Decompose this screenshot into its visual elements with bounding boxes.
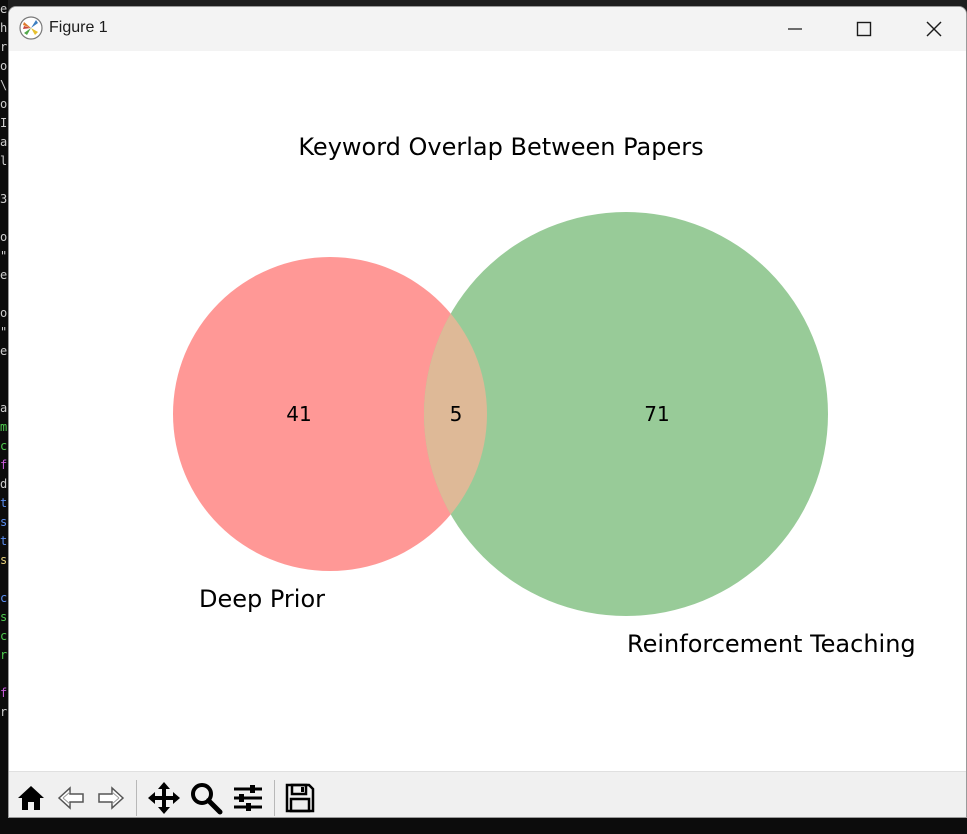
forward-button[interactable] [93, 780, 129, 816]
venn-circle-reinforcement-teaching [424, 212, 828, 616]
venn-circle-deep-prior [173, 257, 487, 571]
venn-diagram: 41 5 71 Deep Prior Reinforcement Teachin… [173, 212, 916, 658]
home-icon [18, 786, 44, 810]
minimize-icon [788, 28, 802, 30]
save-button[interactable] [282, 780, 318, 816]
window-title: Figure 1 [49, 19, 108, 36]
configure-subplots-button[interactable] [230, 780, 266, 816]
toolbar-separator [274, 780, 275, 816]
save-icon [285, 783, 315, 813]
forward-arrow-icon [98, 786, 125, 810]
minimize-button[interactable] [760, 7, 830, 51]
label-intersection: 5 [450, 402, 463, 426]
figure-window: Figure 1 Keyword Overlap Between Papers [8, 6, 967, 818]
matplotlib-app-icon [19, 16, 43, 40]
configure-subplots-icon [234, 785, 262, 811]
set-label-reinforcement-teaching: Reinforcement Teaching [627, 630, 916, 658]
navigation-toolbar [9, 771, 966, 817]
zoom-button[interactable] [188, 780, 224, 816]
close-icon [926, 21, 942, 37]
close-button[interactable] [899, 7, 966, 51]
label-deep-prior-only: 41 [286, 402, 311, 426]
toolbar-separator [136, 780, 137, 816]
label-reinforcement-teaching-only: 71 [644, 402, 669, 426]
maximize-button[interactable] [829, 7, 899, 51]
background-terminal-bottom [0, 816, 967, 834]
title-bar: Figure 1 [9, 7, 966, 51]
back-button[interactable] [53, 780, 89, 816]
figure-canvas[interactable]: Keyword Overlap Between Papers 41 5 71 D… [9, 51, 966, 771]
pan-button[interactable] [146, 780, 182, 816]
zoom-icon [191, 783, 223, 815]
home-button[interactable] [13, 780, 49, 816]
back-arrow-icon [57, 786, 84, 810]
set-label-deep-prior: Deep Prior [199, 585, 325, 613]
pan-move-icon [148, 782, 180, 814]
maximize-icon [856, 21, 872, 37]
chart-title: Keyword Overlap Between Papers [298, 133, 704, 161]
